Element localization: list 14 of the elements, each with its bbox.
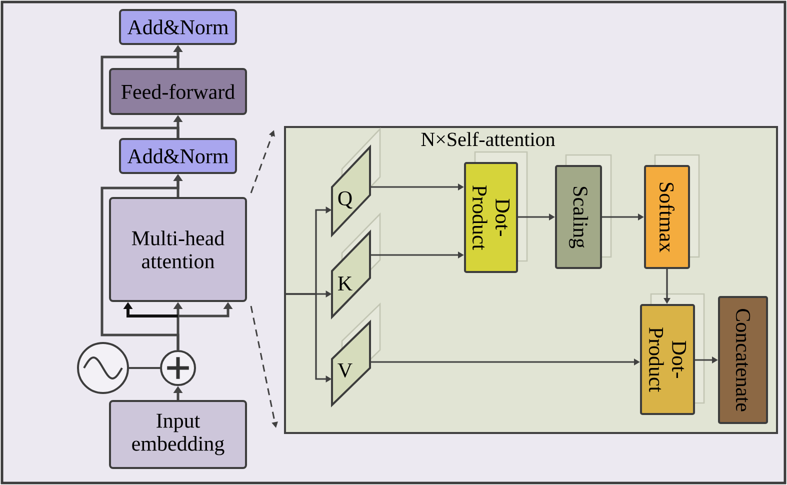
operation-box: Concatenate [718, 296, 768, 424]
sine-wave-circle [77, 342, 129, 394]
layer-box: Input embedding [109, 400, 247, 469]
connector-line [129, 367, 160, 369]
panel-title: N×Self-attention [421, 132, 555, 146]
operation-box: Softmax [644, 154, 700, 269]
layer-box: Feed-forward [109, 68, 247, 115]
operation-box: Dot- Product [640, 293, 705, 415]
operation-box: Dot- Product [464, 151, 528, 273]
layer-box: Multi-head attention [109, 197, 247, 302]
operation-box: Scaling [555, 154, 612, 269]
layer-box: Add&Norm [119, 9, 237, 45]
layer-box: Add&Norm [119, 138, 237, 174]
plus-circle [160, 350, 196, 386]
